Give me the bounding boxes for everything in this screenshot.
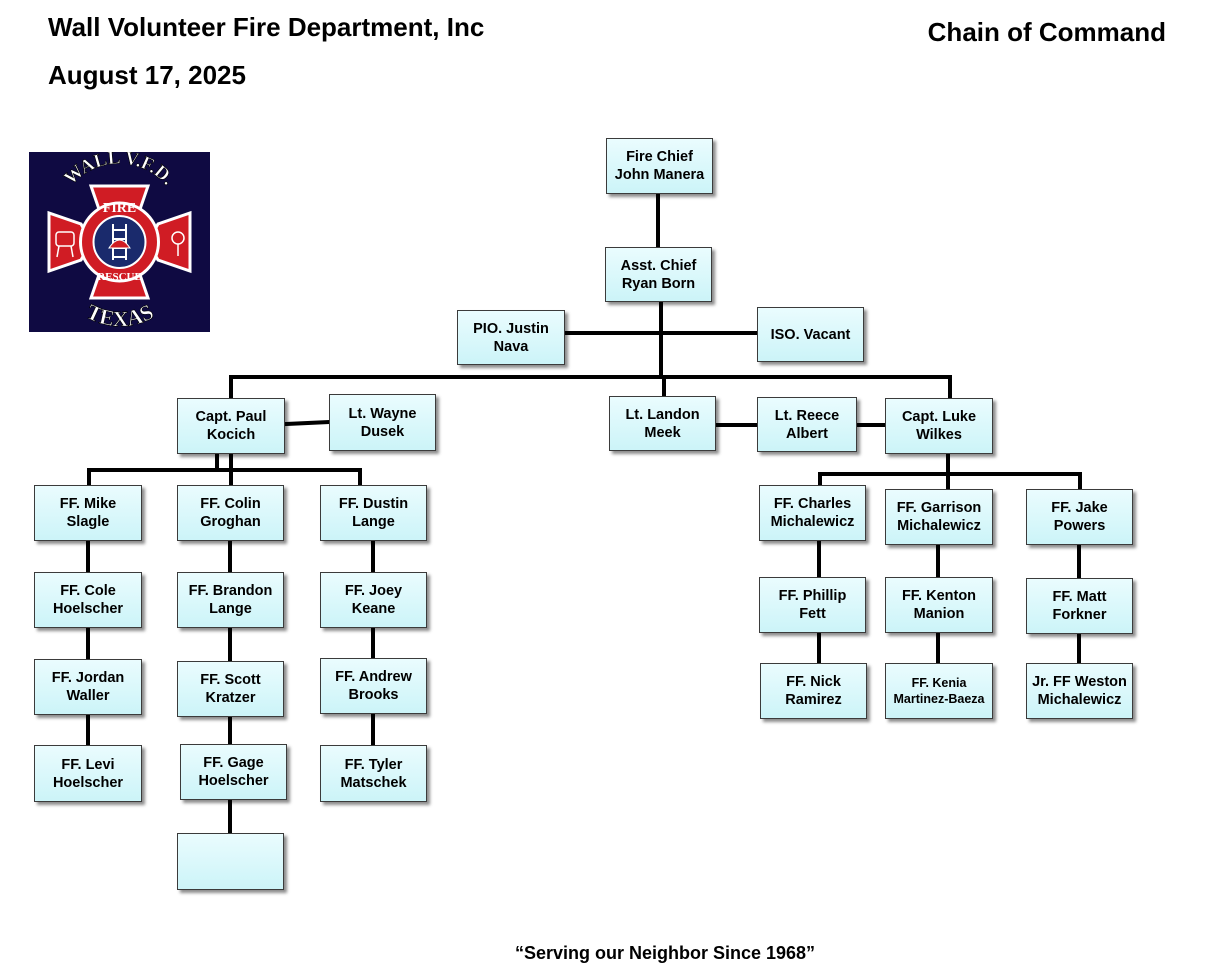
ff-jake-box: FF. Jake Powers <box>1026 489 1133 545</box>
ff-brandon-box: FF. Brandon Lange <box>177 572 284 628</box>
lt-reece-box: Lt. Reece Albert <box>757 397 857 452</box>
lt-landon-box: Lt. Landon Meek <box>609 396 716 451</box>
footer-slogan: “Serving our Neighbor Since 1968” <box>514 943 816 963</box>
ff-andrew-box: FF. Andrew Brooks <box>320 658 427 714</box>
ff-cole-box: FF. Cole Hoelscher <box>34 572 142 628</box>
assistant-chief-box: Asst. Chief Ryan Born <box>605 247 712 302</box>
logo-rescue-text: RESCUE <box>97 271 142 283</box>
ff-mike-box: FF. Mike Slagle <box>34 485 142 541</box>
capt-paul-box: Capt. Paul Kocich <box>177 398 285 454</box>
ff-garrison-box: FF. Garrison Michalewicz <box>885 489 993 545</box>
ff-matt-box: FF. Matt Forkner <box>1026 578 1133 634</box>
capt-luke-box: Capt. Luke Wilkes <box>885 398 993 454</box>
ff-jordan-box: FF. Jordan Waller <box>34 659 142 715</box>
jr-ff-weston-box: Jr. FF Weston Michalewicz <box>1026 663 1133 719</box>
ff-nick-box: FF. Nick Ramirez <box>760 663 867 719</box>
ff-joey-box: FF. Joey Keane <box>320 572 427 628</box>
organization-title: Wall Volunteer Fire Department, Inc <box>48 12 485 42</box>
wall-vfd-logo: WALL V.F.D. FIRE RESCUE TEXAS <box>29 152 210 332</box>
ff-tyler-box: FF. Tyler Matschek <box>320 745 427 802</box>
chart-date: August 17, 2025 <box>48 60 246 90</box>
iso-box: ISO. Vacant <box>757 307 864 362</box>
pio-box: PIO. Justin Nava <box>457 310 565 365</box>
ff-colin-box: FF. Colin Groghan <box>177 485 284 541</box>
ff-phillip-box: FF. Phillip Fett <box>759 577 866 633</box>
ff-dustin-box: FF. Dustin Lange <box>320 485 427 541</box>
ff-kenia-box: FF. Kenia Martinez-Baeza <box>885 663 993 719</box>
ff-kenton-box: FF. Kenton Manion <box>885 577 993 633</box>
fire-chief-box: Fire Chief John Manera <box>606 138 713 194</box>
ff-scott-box: FF. Scott Kratzer <box>177 661 284 717</box>
vacant-box <box>177 833 284 890</box>
ff-gage-box: FF. Gage Hoelscher <box>180 744 287 800</box>
chart-title: Chain of Command <box>927 17 1166 47</box>
line-paul-wayne <box>283 419 333 427</box>
ff-levi-box: FF. Levi Hoelscher <box>34 745 142 802</box>
ff-charles-box: FF. Charles Michalewicz <box>759 485 866 541</box>
lt-wayne-box: Lt. Wayne Dusek <box>329 394 436 451</box>
logo-fire-text: FIRE <box>103 201 136 216</box>
